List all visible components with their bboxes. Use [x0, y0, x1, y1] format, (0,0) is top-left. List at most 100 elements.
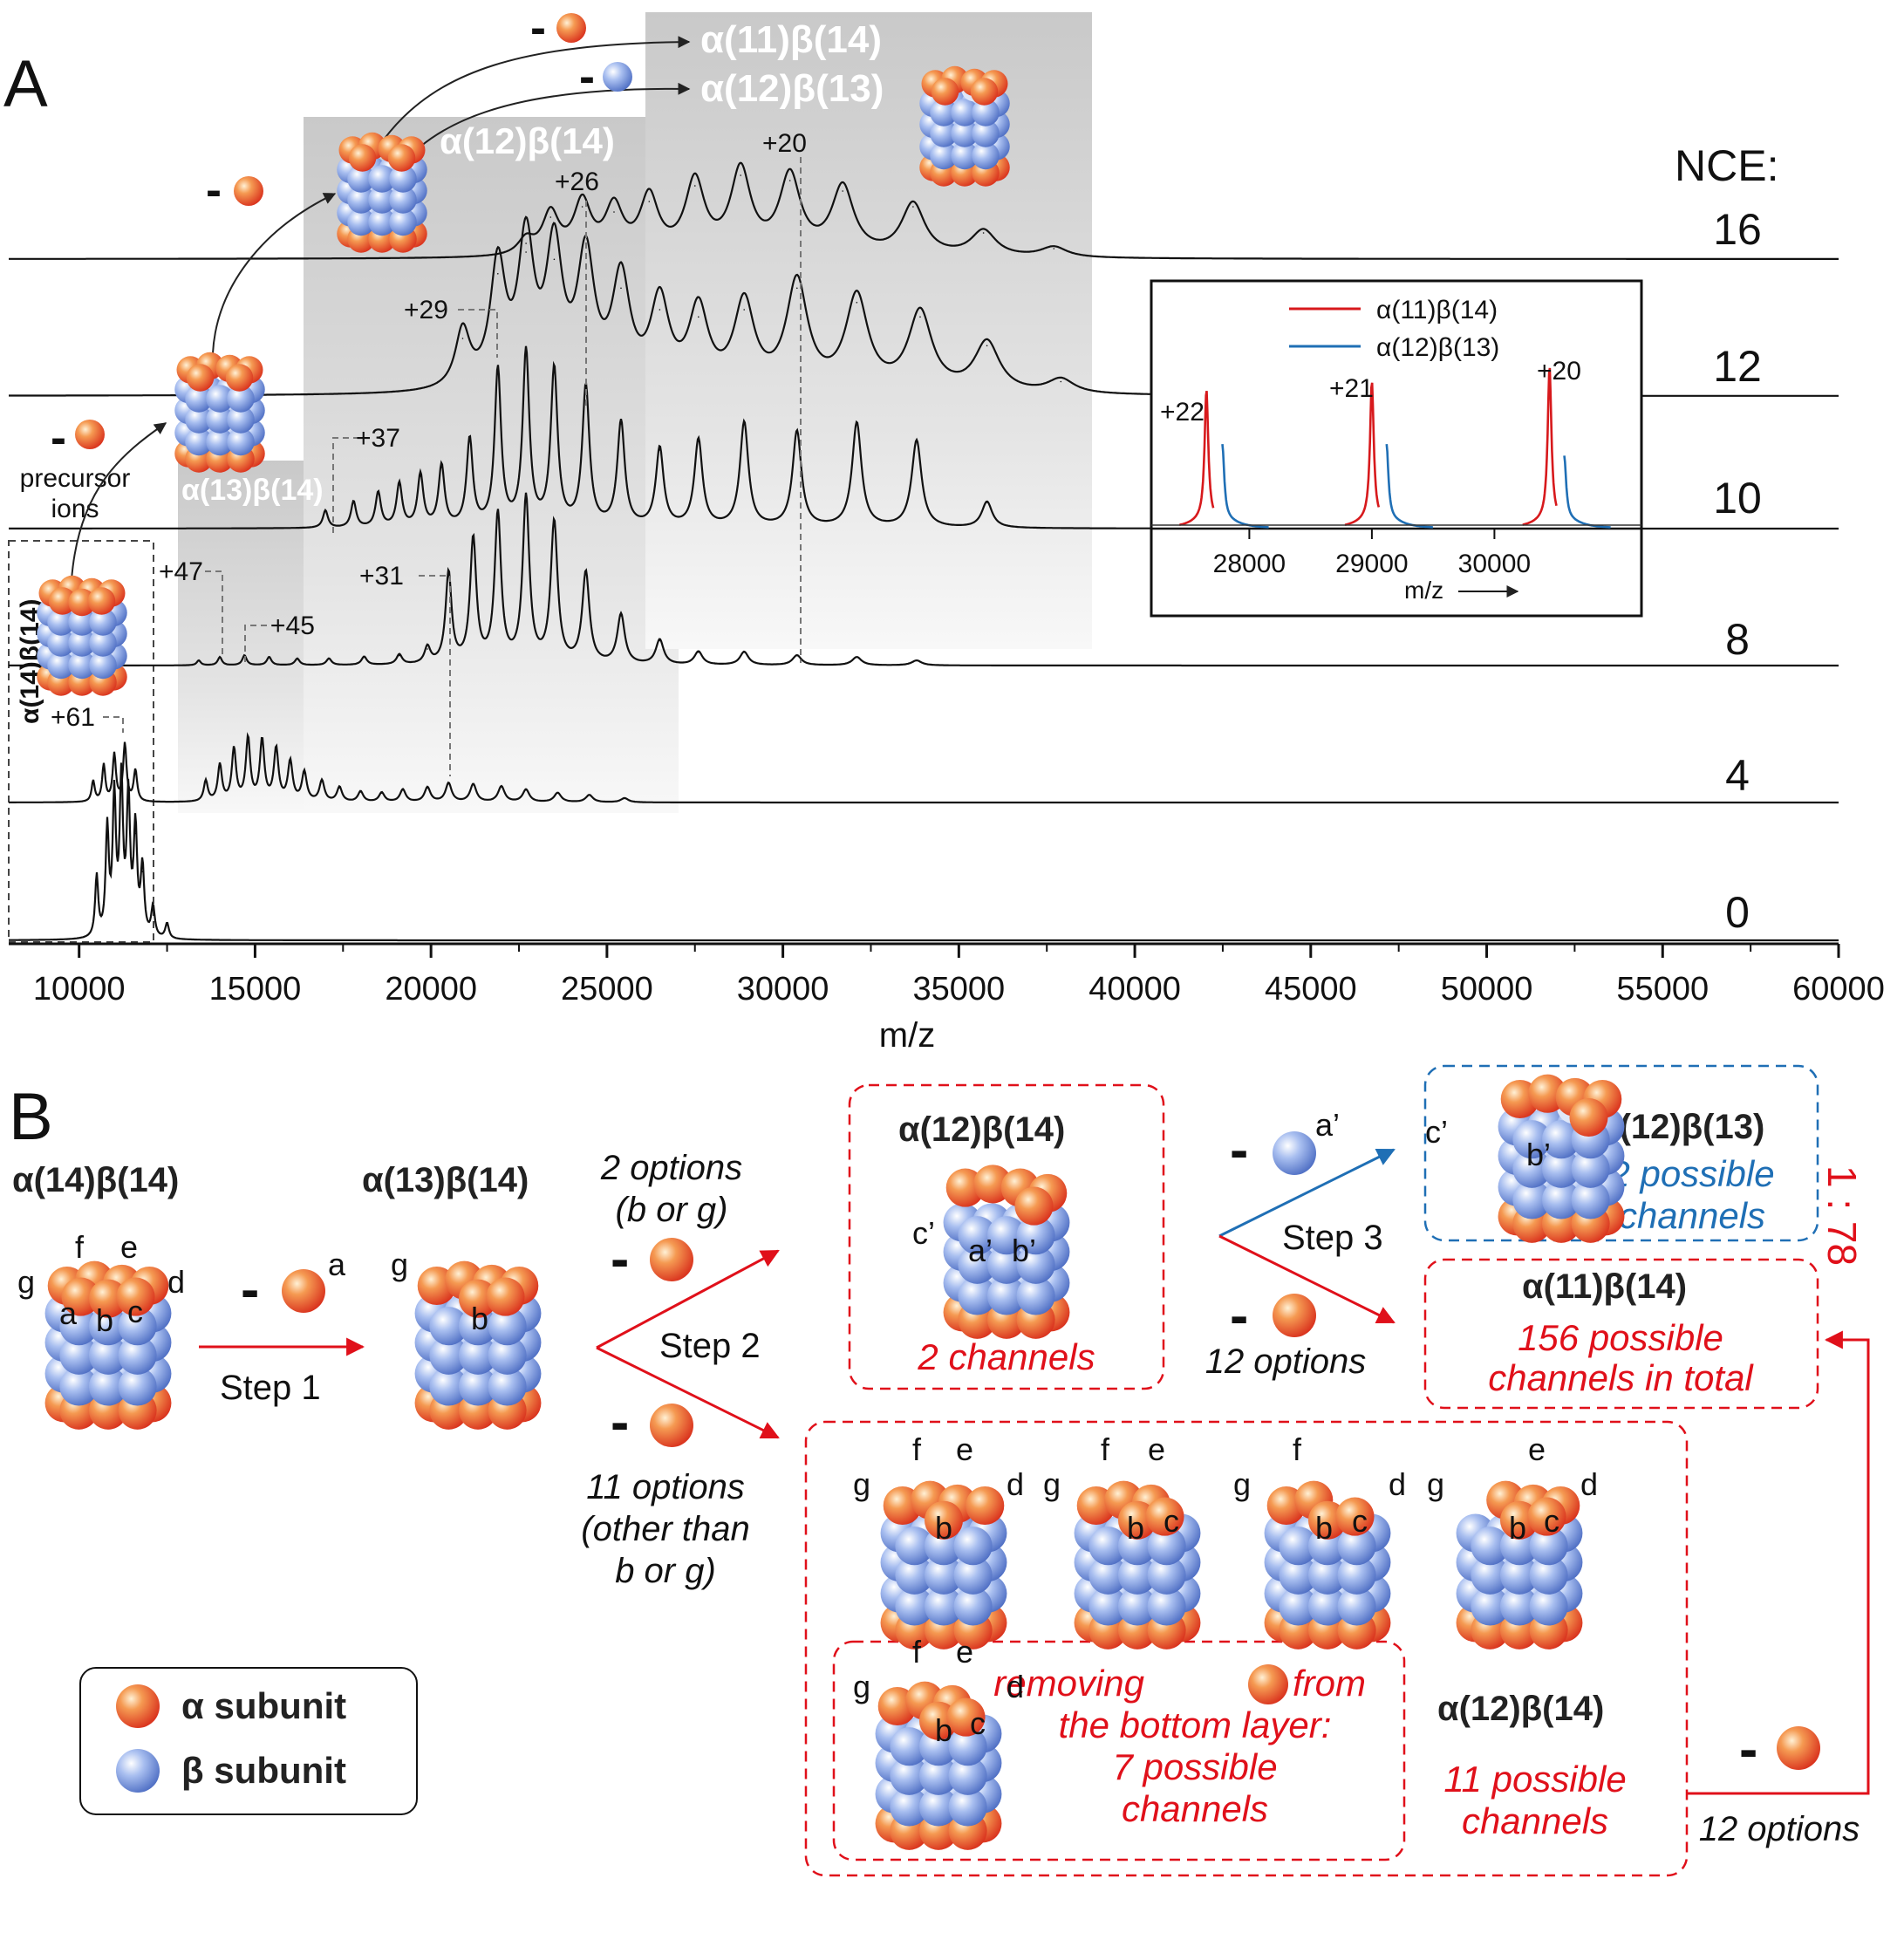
removing-line2: the bottom layer:	[1059, 1704, 1332, 1745]
leader-61	[103, 716, 124, 733]
beta-subunit-icon	[116, 1749, 160, 1793]
peak-mark	[698, 441, 699, 442]
alpha-subunit-icon	[650, 1404, 693, 1447]
option-labels: 2 options (b or g) 11 options (other tha…	[581, 1149, 1860, 1848]
step1-label: Step 1	[220, 1369, 321, 1407]
removing-line1: removing	[993, 1663, 1144, 1704]
minus: -	[611, 1227, 629, 1290]
proteasome-complex-icon	[37, 575, 127, 696]
peak-mark	[581, 206, 583, 208]
peak-mark	[328, 658, 330, 660]
proteasome-complex-icon	[880, 1480, 1007, 1650]
channels-2: 2 channels	[917, 1336, 1095, 1377]
peak-label: +31	[359, 562, 404, 591]
subunit-letter: b’	[1526, 1137, 1551, 1172]
box-a12b14-other	[804, 1420, 1689, 1877]
minus: -	[611, 1390, 629, 1453]
peak-mark	[743, 423, 745, 425]
peak-mark	[120, 787, 122, 789]
peak-mark	[461, 338, 464, 339]
step3-label: Step 3	[1282, 1219, 1383, 1257]
legend-alpha: α subunit	[181, 1685, 346, 1726]
peak-mark	[796, 654, 798, 657]
alpha-subunit-icon	[556, 13, 586, 43]
peak-labels: +20 +26 +29 +37 +47 +45 +31 +61	[51, 129, 807, 732]
arrow-return	[1687, 1330, 1870, 1795]
step-labels: Step 1 Step 2 Step 3	[220, 1219, 1383, 1407]
removing-line3: 7 possible	[1112, 1746, 1277, 1787]
options-12-step3: 12 options	[1205, 1342, 1367, 1381]
arrow-step2-down	[596, 1346, 780, 1439]
peak-label: +47	[159, 557, 203, 586]
peak-mark	[420, 475, 421, 477]
spectrum-nce-8	[9, 492, 1839, 667]
peak-mark	[134, 770, 136, 772]
peak-label: +45	[270, 611, 315, 640]
peak-mark	[205, 781, 207, 782]
minus: -	[241, 1258, 259, 1321]
peak-mark	[549, 216, 552, 218]
arrow-a13-to-a12	[212, 193, 337, 354]
possible-11-line1: 11 possible	[1443, 1759, 1626, 1800]
leader-37	[332, 437, 359, 535]
subunit-letter: d	[1007, 1669, 1024, 1704]
alpha-subunit-icon	[1777, 1726, 1820, 1770]
box-a11b14	[1423, 1258, 1819, 1410]
nce-label: 16	[1713, 205, 1762, 254]
subunit-letter: f	[912, 1431, 922, 1467]
complex-title-a12b14: α(12)β(14)	[898, 1110, 1065, 1149]
peak-mark	[620, 615, 622, 617]
x-tick-label: 15000	[209, 971, 302, 1007]
alpha-subunit-icon	[75, 420, 105, 449]
possible-2-line1: 2 possible	[1608, 1153, 1774, 1194]
nce-title: NCE:	[1675, 141, 1778, 190]
peak-mark	[304, 772, 305, 775]
legend-beta: β subunit	[181, 1750, 346, 1791]
inset-x-label: m/z	[1404, 577, 1443, 604]
ratio-label: 1 : 78	[1819, 1165, 1865, 1266]
subunit-letter: b	[96, 1302, 113, 1338]
peak-label: +20	[762, 129, 807, 158]
peak-mark	[613, 211, 615, 213]
minus: -	[1739, 1718, 1757, 1780]
peak-mark	[96, 878, 98, 880]
peak-mark	[620, 423, 622, 425]
nce-labels: 16 12 10 8 4 0	[1713, 205, 1762, 937]
x-tick-label: 25000	[561, 971, 653, 1007]
x-tick-label: 20000	[385, 971, 477, 1007]
peak-mark	[620, 287, 622, 290]
nce-label: 12	[1713, 342, 1762, 391]
inset-tick-label: 30000	[1458, 550, 1531, 578]
peak-mark	[584, 573, 587, 576]
x-tick-label: 40000	[1088, 971, 1181, 1007]
spectrum-trace	[9, 161, 1839, 260]
inset-series-segment	[1522, 367, 1558, 526]
minus: -	[51, 412, 66, 464]
step2-label: Step 2	[659, 1327, 761, 1365]
peak-mark	[472, 783, 474, 786]
peak-mark	[497, 273, 499, 275]
peak-mark	[788, 180, 791, 181]
peak-mark	[113, 755, 115, 756]
alpha-subunit-icon	[650, 1238, 693, 1281]
peak-leaders	[103, 157, 802, 776]
peak-mark	[624, 797, 625, 799]
subunit-letter: f	[1101, 1431, 1110, 1467]
alpha-subunit-icon	[234, 176, 263, 206]
lost-subunit-icons	[75, 13, 632, 449]
complex-title-a14b14: α(14)β(14)	[12, 1161, 179, 1199]
subunit-letter: g	[1233, 1466, 1251, 1502]
peak-mark	[141, 871, 144, 873]
peak-mark	[166, 924, 168, 926]
spectrum-nce-4	[9, 732, 1839, 804]
subunit-letter: c	[127, 1294, 143, 1329]
nce-label: 0	[1725, 888, 1750, 937]
arrow-step3-red	[1218, 1234, 1396, 1324]
peak-label: +61	[51, 703, 95, 732]
subunit-letter: f	[1293, 1431, 1302, 1467]
peak-mark	[103, 765, 105, 767]
peak-mark	[321, 781, 323, 782]
inset-frame	[1150, 279, 1643, 618]
spectrum-nce-16	[9, 161, 1839, 260]
inset-series-segment	[1344, 382, 1381, 526]
